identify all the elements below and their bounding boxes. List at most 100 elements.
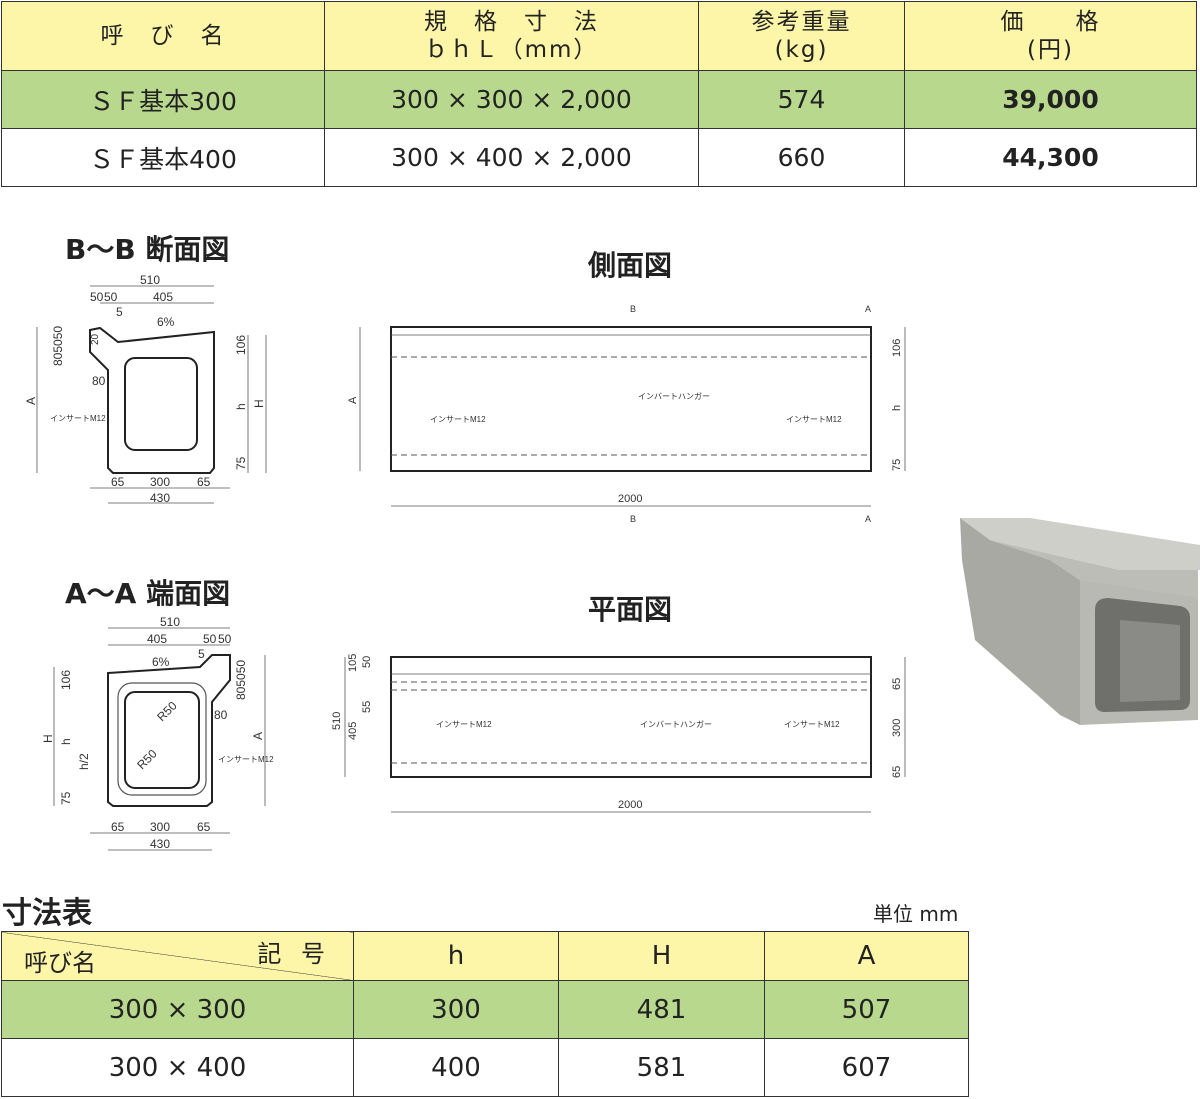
table-row: ＳＦ基本400 300 × 400 × 2,000 660 44,300 xyxy=(1,128,1197,187)
plan-view-title: 平面図 xyxy=(588,593,673,626)
dim-A: A xyxy=(347,396,359,404)
section-mark-b: B xyxy=(630,304,636,314)
dimension-table-header: 記 号 呼び名 h H A xyxy=(1,931,969,981)
dim-510: 510 xyxy=(140,273,160,287)
dim-65: 65 xyxy=(891,766,903,778)
dim-65: 65 xyxy=(197,475,211,489)
dim-65: 65 xyxy=(197,820,211,834)
dim-510: 510 xyxy=(160,615,180,629)
product-name: ＳＦ基本300 xyxy=(1,70,325,129)
value-H: 581 xyxy=(558,1038,765,1097)
dim-75: 75 xyxy=(891,459,903,471)
value-A: 507 xyxy=(764,980,969,1039)
dim-65: 65 xyxy=(111,820,125,834)
header-name: 呼び名 xyxy=(24,949,96,977)
dim-50: 50 xyxy=(361,656,373,668)
dim-H: H xyxy=(41,734,55,743)
size-name: 300 × 300 xyxy=(1,980,354,1039)
dim-105: 105 xyxy=(347,654,359,672)
table-row: 300 × 300 300 481 507 xyxy=(1,980,969,1039)
dim-55: 55 xyxy=(361,701,373,713)
dim-80: 80 xyxy=(214,708,228,722)
bb-section-title: B～B 断面図 xyxy=(65,233,230,266)
dim-H: H xyxy=(252,399,266,408)
dim-50: 50 xyxy=(203,632,217,646)
dim-A: A xyxy=(24,397,38,405)
size-name: 300 × 400 xyxy=(1,1038,354,1097)
dim-430: 430 xyxy=(150,837,170,851)
dim-405: 405 xyxy=(153,290,173,304)
insert-label: インサートM12 xyxy=(436,720,492,729)
section-mark-a: A xyxy=(865,304,871,314)
header-weight: 参考重量(kg) xyxy=(698,1,905,71)
header-name: 呼 び 名 xyxy=(1,1,325,71)
header-H: H xyxy=(558,931,765,981)
insert-label: インサートM12 xyxy=(784,720,840,729)
side-view-title: 側面図 xyxy=(588,249,673,282)
dim-2000: 2000 xyxy=(618,799,642,811)
dim-405: 405 xyxy=(347,722,359,740)
header-price-line1: 価 格 xyxy=(1000,9,1101,35)
radius-label: R50 xyxy=(154,698,180,724)
header-price-line2: (円) xyxy=(1027,37,1074,63)
dim-80: 80 xyxy=(92,374,106,388)
dim-5: 5 xyxy=(198,647,205,661)
dim-405: 405 xyxy=(147,632,167,646)
table-row: ＳＦ基本300 300 × 300 × 2,000 574 39,000 xyxy=(1,70,1197,129)
section-mark-a: A xyxy=(865,514,871,524)
dim-300: 300 xyxy=(150,475,170,489)
insert-label: インサートM12 xyxy=(430,415,486,424)
dim-510: 510 xyxy=(331,712,343,730)
hanger-label: インバートハンガー xyxy=(640,719,712,729)
radius-label: R50 xyxy=(134,746,160,772)
dim-50: 50 xyxy=(90,290,104,304)
dim-5: 5 xyxy=(116,305,123,319)
dim-805050: 805050 xyxy=(51,326,65,366)
dim-106: 106 xyxy=(891,339,903,357)
header-weight-line1: 参考重量 xyxy=(751,9,852,35)
dim-75: 75 xyxy=(59,791,73,805)
dim-h-half: h/2 xyxy=(77,753,91,770)
header-diagonal-cell: 記 号 呼び名 xyxy=(1,931,354,981)
header-spec-line1: 規 格 寸 法 xyxy=(424,9,599,35)
product-spec: 300 × 300 × 2,000 xyxy=(324,70,699,129)
header-symbol: 記 号 xyxy=(257,940,331,968)
aa-end-title: A～A 端面図 xyxy=(65,577,231,610)
product-price: 39,000 xyxy=(904,70,1197,129)
aa-end-drawing: 510 405 50 50 5 6% 80 805050 R50 R50 インサ… xyxy=(41,615,274,851)
dim-65: 65 xyxy=(111,475,125,489)
slope-label: 6% xyxy=(152,655,170,669)
dimension-table: 記 号 呼び名 h H A 300 × 300 300 481 507 300 … xyxy=(1,931,969,1097)
dim-300: 300 xyxy=(891,719,903,737)
table-row: 300 × 400 400 581 607 xyxy=(1,1038,969,1097)
header-A: A xyxy=(764,931,969,981)
header-h: h xyxy=(353,931,559,981)
dim-106: 106 xyxy=(59,670,73,690)
bb-section-drawing: 510 405 50 50 5 6% 80 805050 20 A h H 10… xyxy=(24,273,267,505)
hanger-label: インバートハンガー xyxy=(638,391,710,401)
dim-h: h xyxy=(59,738,73,745)
slope-label: 6% xyxy=(157,315,175,329)
insert-label: インサートM12 xyxy=(50,414,106,423)
insert-label: インサートM12 xyxy=(786,415,842,424)
dim-A: A xyxy=(251,732,265,740)
dim-75: 75 xyxy=(234,456,248,470)
value-H: 481 xyxy=(558,980,765,1039)
plan-view-drawing: 510 405 105 50 55 65 300 65 インサートM12 インバ… xyxy=(331,654,906,813)
dim-300: 300 xyxy=(150,820,170,834)
product-price: 44,300 xyxy=(904,128,1197,187)
dim-h: h xyxy=(891,405,903,411)
product-spec: 300 × 400 × 2,000 xyxy=(324,128,699,187)
dim-65: 65 xyxy=(891,678,903,690)
unit-label: 単位 mm xyxy=(873,902,959,926)
dimension-table-title: 寸法表 xyxy=(2,896,92,931)
side-view-drawing: A 106 h 75 インサートM12 インバートハンガー インサートM12 2… xyxy=(347,304,906,524)
dim-106: 106 xyxy=(234,335,248,355)
dim-50: 50 xyxy=(218,632,232,646)
product-name: ＳＦ基本400 xyxy=(1,128,325,187)
dim-50: 50 xyxy=(104,290,118,304)
dim-805050: 805050 xyxy=(234,660,248,700)
